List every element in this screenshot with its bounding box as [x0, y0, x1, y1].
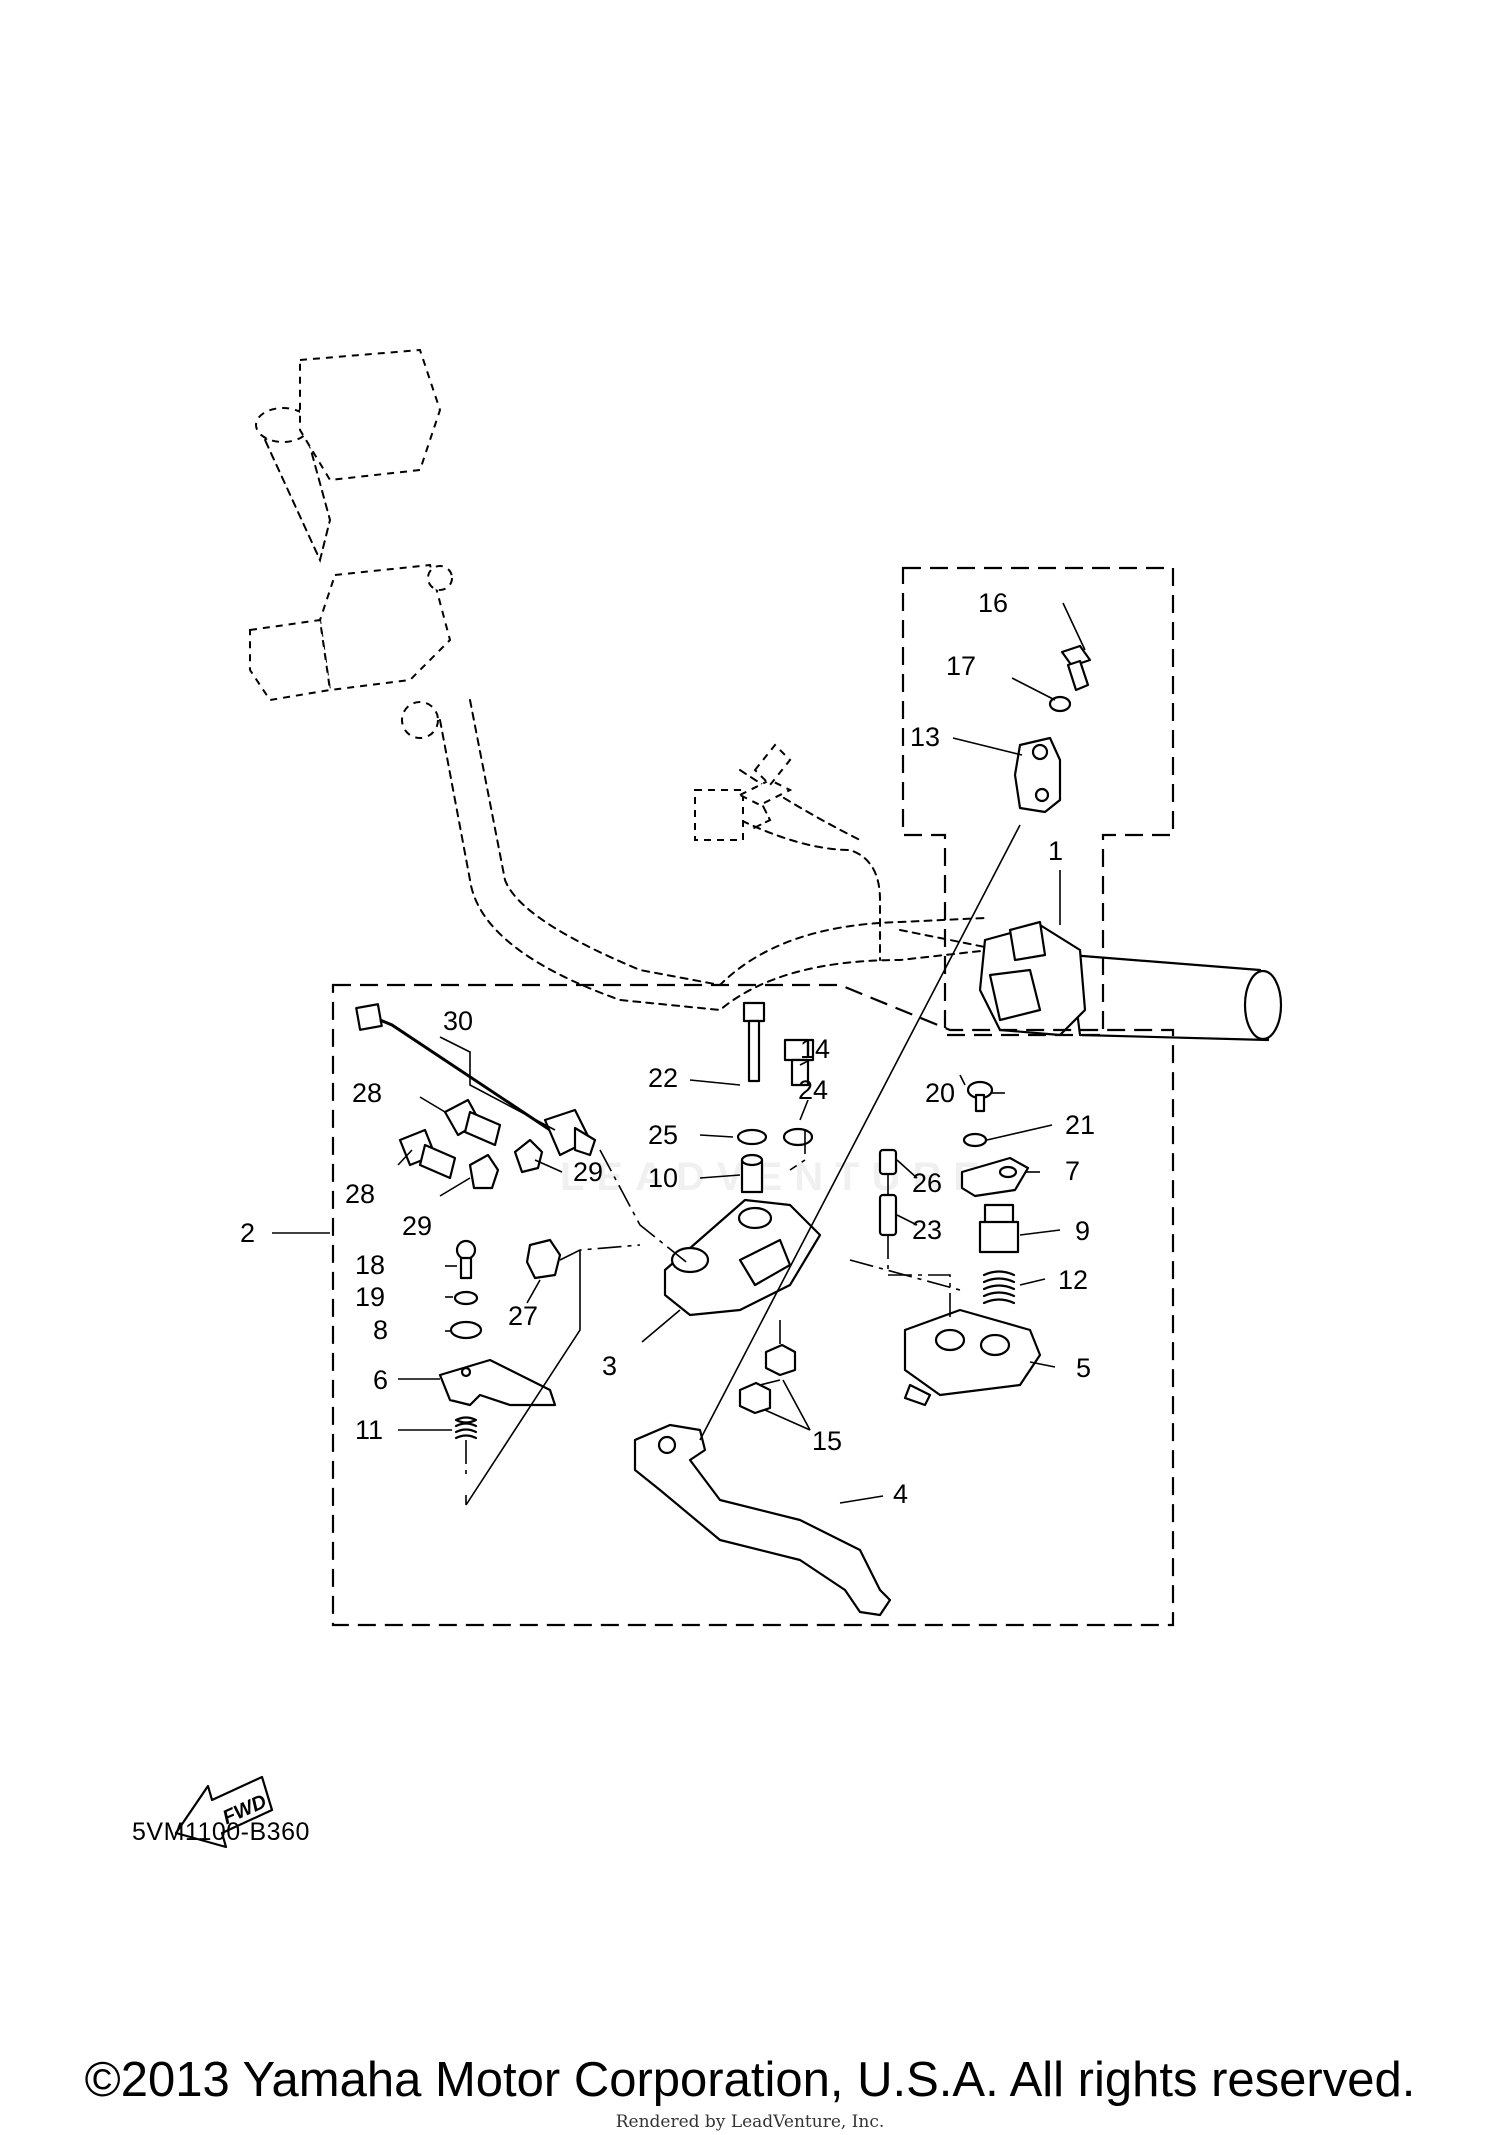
callout-28-upper: 28 [352, 1078, 382, 1108]
callout-24: 24 [798, 1075, 828, 1105]
part-10-collar [740, 1153, 764, 1194]
callout-14: 14 [800, 1034, 830, 1064]
part-6-plate [438, 1358, 557, 1407]
part-12-spring [982, 1270, 1016, 1305]
callout-23: 23 [912, 1215, 942, 1245]
callout-18: 18 [355, 1250, 385, 1280]
callout-17: 17 [946, 651, 976, 681]
callout-16: 16 [978, 588, 1008, 618]
part-22-bolt [742, 1001, 766, 1083]
callout-1: 1 [1048, 836, 1063, 866]
callout-9: 9 [1075, 1216, 1090, 1246]
part-9-plunger [978, 1203, 1020, 1254]
callout-30: 30 [443, 1006, 473, 1036]
drawing-code: 5VM1100-B360 [132, 1818, 310, 1846]
part-27-switch [525, 1238, 562, 1280]
callout-29-lower: 29 [402, 1211, 432, 1241]
part-11-spring [454, 1416, 478, 1440]
kit-box-lever-assembly [331, 983, 1175, 1627]
leader-lines [272, 602, 1086, 1506]
kit-box-switch [901, 566, 1175, 1037]
part-14-pivot-bolt [783, 1038, 815, 1087]
part-26-pin [878, 1148, 898, 1176]
callout-12: 12 [1058, 1265, 1088, 1295]
callout-21: 21 [1065, 1110, 1095, 1140]
part-1-handlebar-switch [978, 920, 1087, 1037]
callout-6: 6 [373, 1365, 388, 1395]
copyright-notice: ©2013 Yamaha Motor Corporation, U.S.A. A… [84, 2053, 1416, 2107]
watermark-text: Rendered by LeadVenture, Inc. [615, 2112, 885, 2132]
callout-25: 25 [648, 1120, 678, 1150]
callout-labels: 1 2 3 4 5 6 7 8 9 10 11 12 13 14 15 16 1… [240, 588, 1095, 1509]
callout-15: 15 [812, 1426, 842, 1456]
background-logo-mark: LEADVENTURE [560, 1155, 993, 1199]
callout-8: 8 [373, 1315, 388, 1345]
part-23-pin [878, 1193, 898, 1237]
part-24-washer [782, 1127, 814, 1147]
part-19-washer [453, 1290, 479, 1306]
part-30-lead-wire [355, 1003, 597, 1157]
part-20-screw [966, 1080, 994, 1113]
callout-27: 27 [508, 1301, 538, 1331]
part-21-washer [962, 1132, 988, 1148]
part-3-lever-holder [663, 1198, 822, 1317]
callout-7: 7 [1065, 1156, 1080, 1186]
callout-26: 26 [912, 1168, 942, 1198]
part-17-washer [1048, 695, 1072, 713]
part-18-screw [455, 1239, 477, 1280]
callout-10: 10 [648, 1163, 678, 1193]
part-4-lever [633, 1423, 892, 1617]
callout-5: 5 [1076, 1353, 1091, 1383]
callout-11: 11 [355, 1415, 383, 1445]
callout-13: 13 [910, 722, 940, 752]
part-13-cover [1013, 736, 1062, 814]
callout-20: 20 [925, 1078, 955, 1108]
callout-2: 2 [240, 1218, 255, 1248]
part-8-washer [449, 1320, 483, 1340]
part-7-plate [960, 1156, 1030, 1198]
callout-4: 4 [893, 1479, 908, 1509]
right-grip [1068, 953, 1283, 1042]
callout-28-lower: 28 [345, 1179, 375, 1209]
callout-19: 19 [355, 1282, 385, 1312]
part-15-nut-lower [738, 1381, 772, 1415]
callout-22: 22 [648, 1063, 678, 1093]
callout-29-upper: 29 [573, 1157, 603, 1187]
part-15-nut-upper [764, 1343, 797, 1377]
handlebar-ghost [249, 348, 1001, 1012]
part-28-adjuster-bolt-upper [443, 1098, 502, 1147]
part-29-locknut-lower [468, 1153, 500, 1190]
part-16-screw [1060, 644, 1092, 692]
part-5-cover [903, 1308, 1042, 1407]
part-29-locknut-upper [513, 1138, 544, 1174]
callout-3: 3 [602, 1351, 617, 1381]
part-25-washer [736, 1128, 768, 1146]
